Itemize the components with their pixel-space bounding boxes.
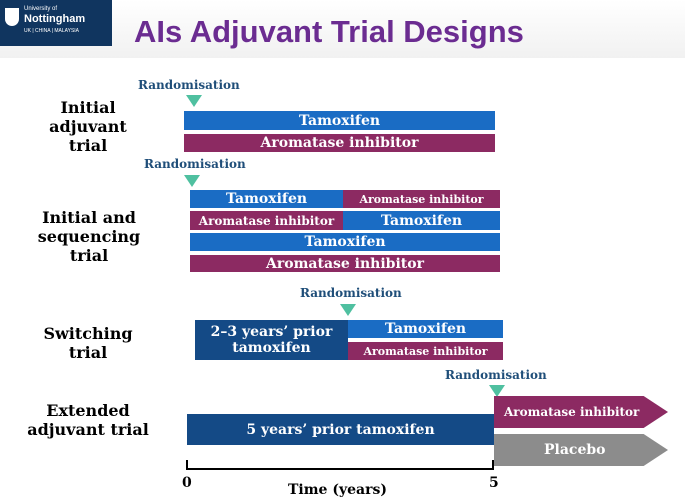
time-axis-start: 0 <box>182 475 192 491</box>
randomisation-arrow-icon <box>184 175 200 187</box>
time-axis-tick-start <box>186 460 188 470</box>
randomisation-label-sequencing: Randomisation <box>144 157 246 171</box>
bar-tamoxifen: Tamoxifen <box>190 190 343 208</box>
randomisation-label-initial: Randomisation <box>138 78 240 92</box>
header-band <box>0 0 685 58</box>
row-label-initial: Initial adjuvant trial <box>49 98 127 155</box>
randomisation-arrow-icon <box>186 95 202 107</box>
university-logo: University of Nottingham UK | CHINA | MA… <box>0 0 112 46</box>
bar-aromatase-inhibitor: Aromatase inhibitor <box>184 134 495 152</box>
time-axis-line <box>186 468 494 470</box>
bar-aromatase-inhibitor: Aromatase inhibitor <box>190 255 500 272</box>
page-title: AIs Adjuvant Trial Designs <box>134 14 524 49</box>
logo-line-3: UK | CHINA | MALAYSIA <box>24 28 80 34</box>
arrow-placebo: Placebo <box>494 434 668 466</box>
time-axis-end: 5 <box>489 475 499 491</box>
bar-tamoxifen: Tamoxifen <box>190 233 500 251</box>
logo-line-2: Nottingham <box>24 13 86 25</box>
bar-prior-tamoxifen: 5 years’ prior tamoxifen <box>187 414 494 445</box>
row-label-extended: Extended adjuvant trial <box>27 401 149 439</box>
bar-prior-tamoxifen: 2–3 years’ prior tamoxifen <box>195 320 348 360</box>
arrow-aromatase-inhibitor: Aromatase inhibitor <box>494 396 668 428</box>
randomisation-label-extended: Randomisation <box>445 368 547 382</box>
time-axis-tick-end <box>492 460 494 470</box>
bar-aromatase-inhibitor: Aromatase inhibitor <box>190 211 343 230</box>
randomisation-arrow-icon <box>489 385 505 397</box>
time-axis-label: Time (years) <box>288 482 387 498</box>
bar-aromatase-inhibitor: Aromatase inhibitor <box>343 190 500 208</box>
randomisation-arrow-icon <box>340 304 356 316</box>
logo-line-1: University of <box>24 6 58 12</box>
bar-tamoxifen: Tamoxifen <box>184 111 495 130</box>
bar-aromatase-inhibitor: Aromatase inhibitor <box>348 342 503 360</box>
bar-tamoxifen: Tamoxifen <box>343 211 500 230</box>
row-label-switching: Switching trial <box>43 324 133 362</box>
row-label-sequencing: Initial and sequencing trial <box>37 208 141 265</box>
bar-tamoxifen: Tamoxifen <box>348 320 503 338</box>
randomisation-label-switching: Randomisation <box>300 286 402 300</box>
crest-icon <box>5 8 19 26</box>
